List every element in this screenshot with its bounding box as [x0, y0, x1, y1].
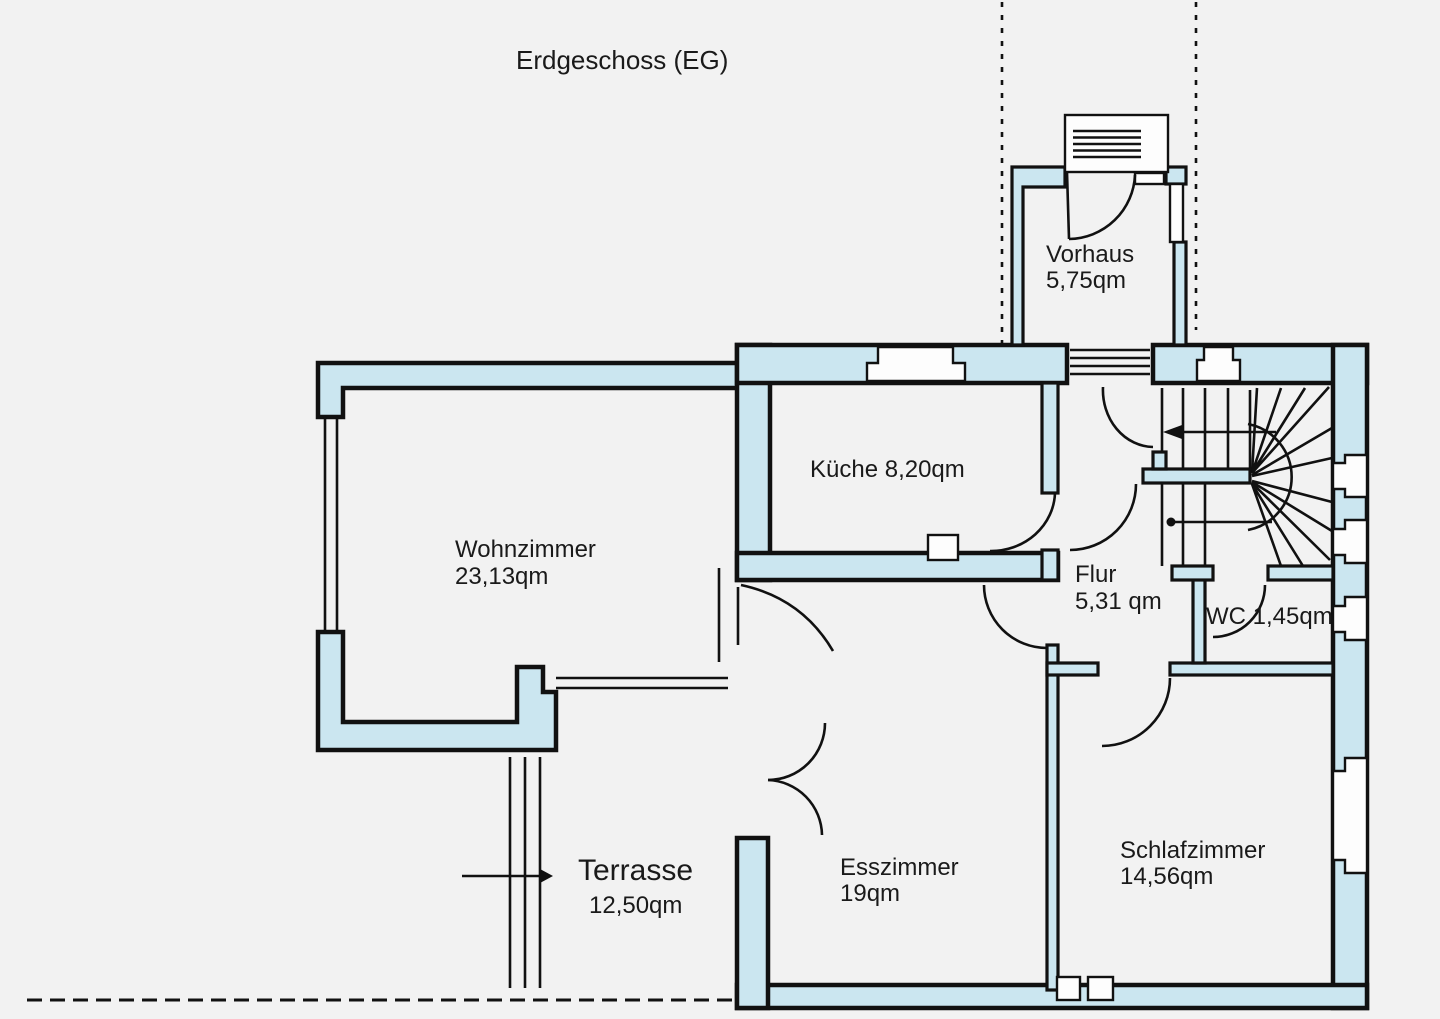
terrace-steps — [462, 757, 553, 988]
flue-south-1 — [1055, 975, 1082, 1002]
window-east-schlafzimmer — [1331, 756, 1369, 875]
entrance — [1063, 113, 1170, 241]
entrance-door-leaf — [1065, 171, 1071, 240]
area-label-wohnzimmer: 23,13qm — [455, 563, 548, 590]
window-kueche-north — [865, 345, 967, 383]
wall-wohnzimmer-south — [315, 629, 559, 753]
room-label-kueche: Küche 8,20qm — [810, 456, 965, 483]
door-arc-flur-esszimmer — [982, 584, 1048, 650]
door-arc-kueche-flur — [1069, 483, 1138, 552]
wall-wc-west — [1191, 576, 1207, 665]
window-east-wc — [1331, 595, 1369, 642]
window-stair-north — [1195, 345, 1242, 383]
wall-stair-south-1 — [1170, 564, 1215, 582]
wall-schlafzimmer-north-2 — [1168, 661, 1335, 677]
door-arc-wohnzimmer-esszimmer — [740, 583, 835, 652]
entrance-step-lines — [1073, 129, 1141, 159]
flue-south-2 — [1086, 975, 1115, 1002]
window-wohnzimmer-west — [323, 417, 339, 632]
window-east-2 — [1331, 518, 1369, 565]
room-label-flur: Flur — [1075, 561, 1116, 588]
room-label-terrasse: Terrasse — [578, 854, 693, 887]
stair-handrail-post — [1151, 450, 1168, 471]
door-arc-kueche-inner — [989, 492, 1057, 553]
stair-steps-lower — [1181, 483, 1207, 566]
page-title: Erdgeschoss (EG) — [516, 45, 728, 75]
area-label-esszimmer: 19qm — [840, 880, 900, 907]
wall-kueche-south — [734, 550, 1061, 583]
wall-kueche-east-lower — [1040, 548, 1060, 582]
room-label-esszimmer: Esszimmer — [840, 854, 959, 881]
door-arc-schlafzimmer — [1101, 677, 1172, 748]
wall-kueche-east-upper — [1040, 381, 1060, 495]
wall-schlafzimmer-north-1 — [1045, 661, 1100, 677]
doors — [717, 386, 1267, 836]
window-east-1 — [1331, 453, 1369, 499]
stair-steps-upper — [1181, 388, 1252, 469]
room-label-schlafzimmer: Schlafzimmer — [1120, 837, 1265, 864]
area-label-flur: 5,31 qm — [1075, 588, 1162, 615]
area-label-schlafzimmer: 14,56qm — [1120, 863, 1213, 890]
flue-kueche — [926, 533, 960, 562]
wall-stair-south-2 — [1266, 564, 1335, 582]
door-arc-terrasse-upper — [767, 722, 827, 782]
window-wohnzimmer-terrasse — [556, 676, 728, 690]
area-label-vorhaus: 5,75qm — [1046, 267, 1126, 294]
terrace-arrowhead — [540, 869, 553, 883]
wall-esszimmer-west — [734, 835, 771, 1011]
stair-fan-lower — [1250, 479, 1333, 567]
room-label-vorhaus: Vorhaus — [1046, 241, 1134, 268]
windows — [323, 182, 1369, 1002]
wall-vorhaus-right — [1172, 240, 1188, 347]
area-label-terrasse: 12,50qm — [589, 892, 682, 919]
entrance-door-frame — [1133, 171, 1166, 186]
wall-esszimmer-schlafzimmer — [1045, 643, 1060, 992]
stair-walkline-arrowhead — [1163, 425, 1182, 439]
wall-east — [1330, 342, 1370, 1011]
stair-handrail — [1141, 467, 1252, 485]
staircase — [1141, 386, 1333, 567]
window-vorhaus-right — [1168, 182, 1185, 244]
door-arc-wc — [1212, 584, 1267, 639]
stair-walkline-dot — [1166, 517, 1176, 527]
door-arc-terrasse-lower — [767, 778, 824, 836]
room-label-wc: WC 1,45qm — [1206, 603, 1333, 630]
threshold-vorhaus — [1070, 348, 1150, 376]
door-arc-vorhaus-hall — [1101, 386, 1154, 449]
entrance-door-arc — [1068, 174, 1137, 241]
room-label-wohnzimmer: Wohnzimmer — [455, 536, 596, 563]
boundary-dashed-lines — [27, 2, 1198, 1002]
